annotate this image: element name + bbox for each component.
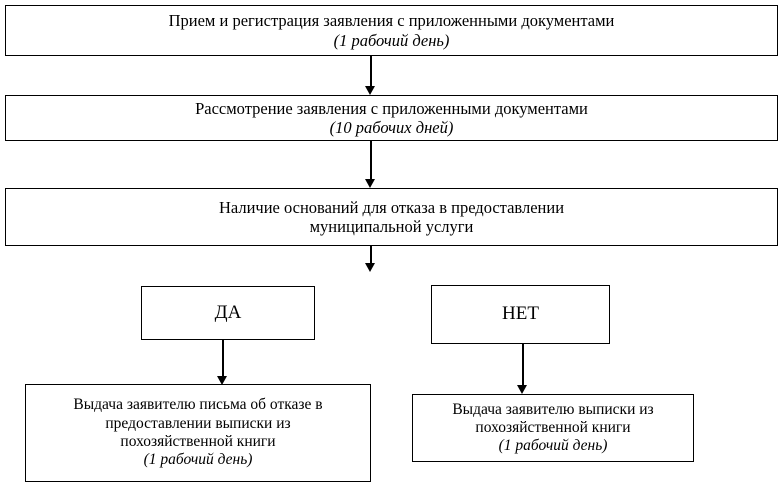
- node-review-duration: (10 рабочих дней): [329, 118, 454, 137]
- node-issue-line-1: Выдача заявителю выписки из: [452, 400, 654, 418]
- node-issue-line-2: похозяйственной книги: [475, 418, 631, 436]
- branch-node-no: НЕТ: [431, 285, 610, 344]
- outcome-node-issue-extract: Выдача заявителю выписки из похозяйствен…: [412, 394, 694, 462]
- node-grounds-line-2: муниципальной услуги: [309, 217, 474, 236]
- connector-stem: [222, 340, 224, 376]
- arrow-down-icon: [517, 385, 528, 394]
- node-grounds-line-1: Наличие оснований для отказа в предостав…: [218, 197, 565, 217]
- arrow-down-icon: [365, 263, 376, 272]
- node-refusal-line-1: Выдача заявителю письма об отказе в: [73, 396, 323, 414]
- node-intake-line-1: Прием и регистрация заявления с приложен…: [168, 11, 615, 31]
- connector-stem: [370, 141, 372, 179]
- outcome-node-refusal-letter: Выдача заявителю письма об отказе в пред…: [25, 384, 371, 482]
- decision-node-refusal-grounds: Наличие оснований для отказа в предостав…: [5, 188, 778, 246]
- process-node-review: Рассмотрение заявления с приложенными до…: [5, 95, 778, 141]
- branch-no-label: НЕТ: [502, 303, 539, 325]
- process-node-intake: Прием и регистрация заявления с приложен…: [5, 5, 778, 56]
- arrow-down-icon: [217, 376, 228, 385]
- branch-node-yes: ДА: [141, 286, 315, 340]
- node-issue-duration: (1 рабочий день): [498, 437, 608, 455]
- connector-stem: [370, 246, 372, 263]
- node-refusal-line-2: предоставлении выписки из: [105, 414, 291, 432]
- arrow-down-icon: [365, 179, 376, 188]
- node-refusal-line-3: похозяйственной книги: [120, 433, 276, 450]
- branch-yes-label: ДА: [214, 301, 242, 323]
- arrow-down-icon: [365, 86, 376, 95]
- node-intake-duration: (1 рабочий день): [333, 30, 450, 50]
- node-refusal-duration: (1 рабочий день): [143, 451, 253, 469]
- connector-stem: [522, 344, 524, 385]
- node-review-line-1: Рассмотрение заявления с приложенными до…: [195, 98, 588, 118]
- connector-stem: [370, 56, 372, 86]
